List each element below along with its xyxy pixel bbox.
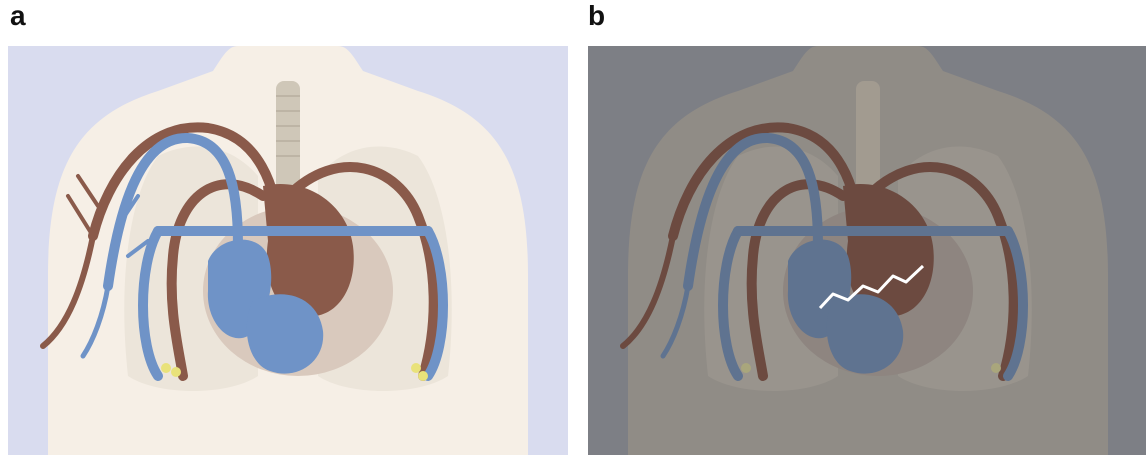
circulatory-illustration-damaged <box>588 46 1146 455</box>
panel-a-illustration <box>8 46 568 455</box>
panel-b-illustration <box>588 46 1146 455</box>
circulatory-illustration-normal <box>8 46 568 455</box>
trachea <box>276 81 300 191</box>
panel-a-label: a <box>10 2 26 30</box>
trachea <box>856 81 880 191</box>
panel-b-label: b <box>588 2 605 30</box>
